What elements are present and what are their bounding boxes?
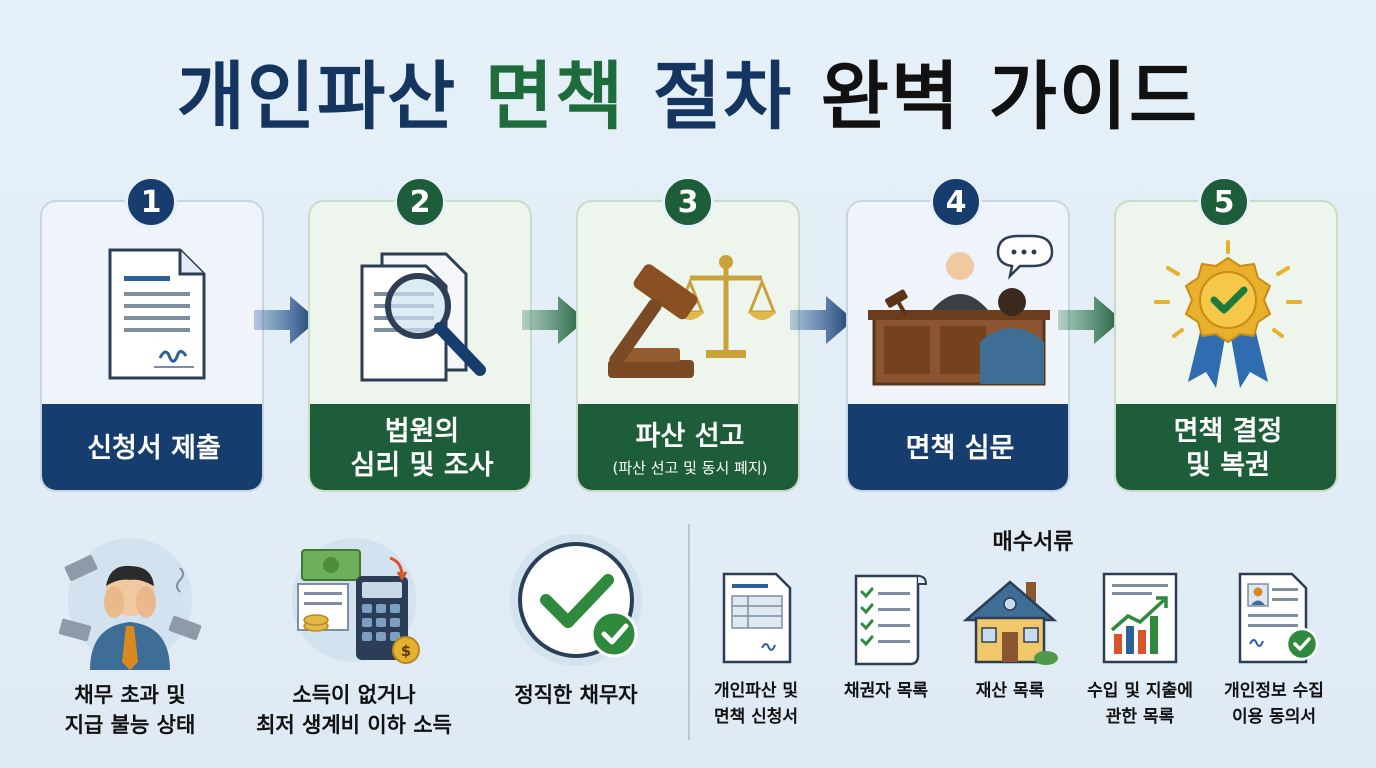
growth-chart-icon — [1102, 572, 1178, 664]
step-5-label: 면책 결정 및 복권 — [1116, 404, 1336, 490]
step-2-label: 법원의 심리 및 조사 — [310, 404, 530, 490]
house-icon — [962, 580, 1058, 665]
step-2-card: 법원의 심리 및 조사 — [308, 200, 532, 492]
form-icon — [722, 572, 792, 664]
condition-item: 채무 초과 및 지급 불능 상태 — [20, 530, 240, 740]
arrow-right-icon — [254, 296, 318, 344]
document-item: 재산 목록 — [946, 568, 1074, 704]
document-item: 개인정보 수집 이용 동의서 — [1210, 568, 1338, 730]
title-part-3: 절차 — [652, 54, 794, 140]
magnifier-document-icon — [360, 252, 486, 382]
step-3-label: 파산 선고 (파산 선고 및 동시 폐지) — [578, 404, 798, 490]
checklist-icon — [854, 574, 928, 666]
step-1-card: 신청서 제출 — [40, 200, 264, 492]
step-4-label: 면책 심문 — [848, 404, 1068, 490]
condition-item: $ 소득이 없거나 최저 생계비 이하 소득 — [244, 530, 464, 740]
stressed-person-icon — [58, 538, 202, 670]
condition-item: 정직한 채무자 — [466, 530, 686, 710]
step-3-number: 3 — [662, 176, 714, 228]
page-title: 개인파산 면책 절차 완벽 가이드 — [0, 52, 1376, 142]
title-part-2: 면책 — [485, 54, 626, 140]
document-item: 개인파산 및 면책 신청서 — [692, 568, 820, 730]
step-1-number: 1 — [125, 176, 177, 228]
document-icon — [108, 248, 206, 380]
step-2-number: 2 — [394, 176, 446, 228]
step-3-card: 파산 선고 (파산 선고 및 동시 폐지) — [576, 200, 800, 492]
svg-text:$: $ — [401, 642, 411, 660]
title-part-4: 완벽 가이드 — [820, 54, 1200, 140]
step-3-sublabel: (파산 선고 및 동시 폐지) — [612, 459, 768, 477]
arrow-right-icon — [1058, 296, 1122, 344]
document-item: 채권자 목록 — [822, 568, 950, 704]
award-badge-icon — [1154, 240, 1302, 388]
step-5-card: 면책 결정 및 복권 — [1114, 200, 1338, 492]
arrow-right-icon — [790, 296, 854, 344]
step-4-number: 4 — [930, 176, 982, 228]
arrow-right-icon — [522, 296, 586, 344]
checkmark-icon — [510, 534, 642, 666]
document-item: 수입 및 지출에 관한 목록 — [1076, 568, 1204, 730]
documents-title: 매수서류 — [992, 530, 1074, 555]
step-5-number: 5 — [1198, 176, 1250, 228]
calculator-money-icon: $ — [292, 538, 420, 664]
title-part-1: 개인파산 — [176, 54, 458, 140]
gavel-scales-icon — [608, 255, 777, 378]
step-1-label: 신청서 제출 — [42, 404, 262, 490]
section-divider — [688, 524, 690, 740]
profile-form-icon — [1238, 572, 1319, 664]
step-4-card: 면책 심문 — [846, 200, 1070, 492]
courtroom-icon — [868, 234, 1054, 386]
